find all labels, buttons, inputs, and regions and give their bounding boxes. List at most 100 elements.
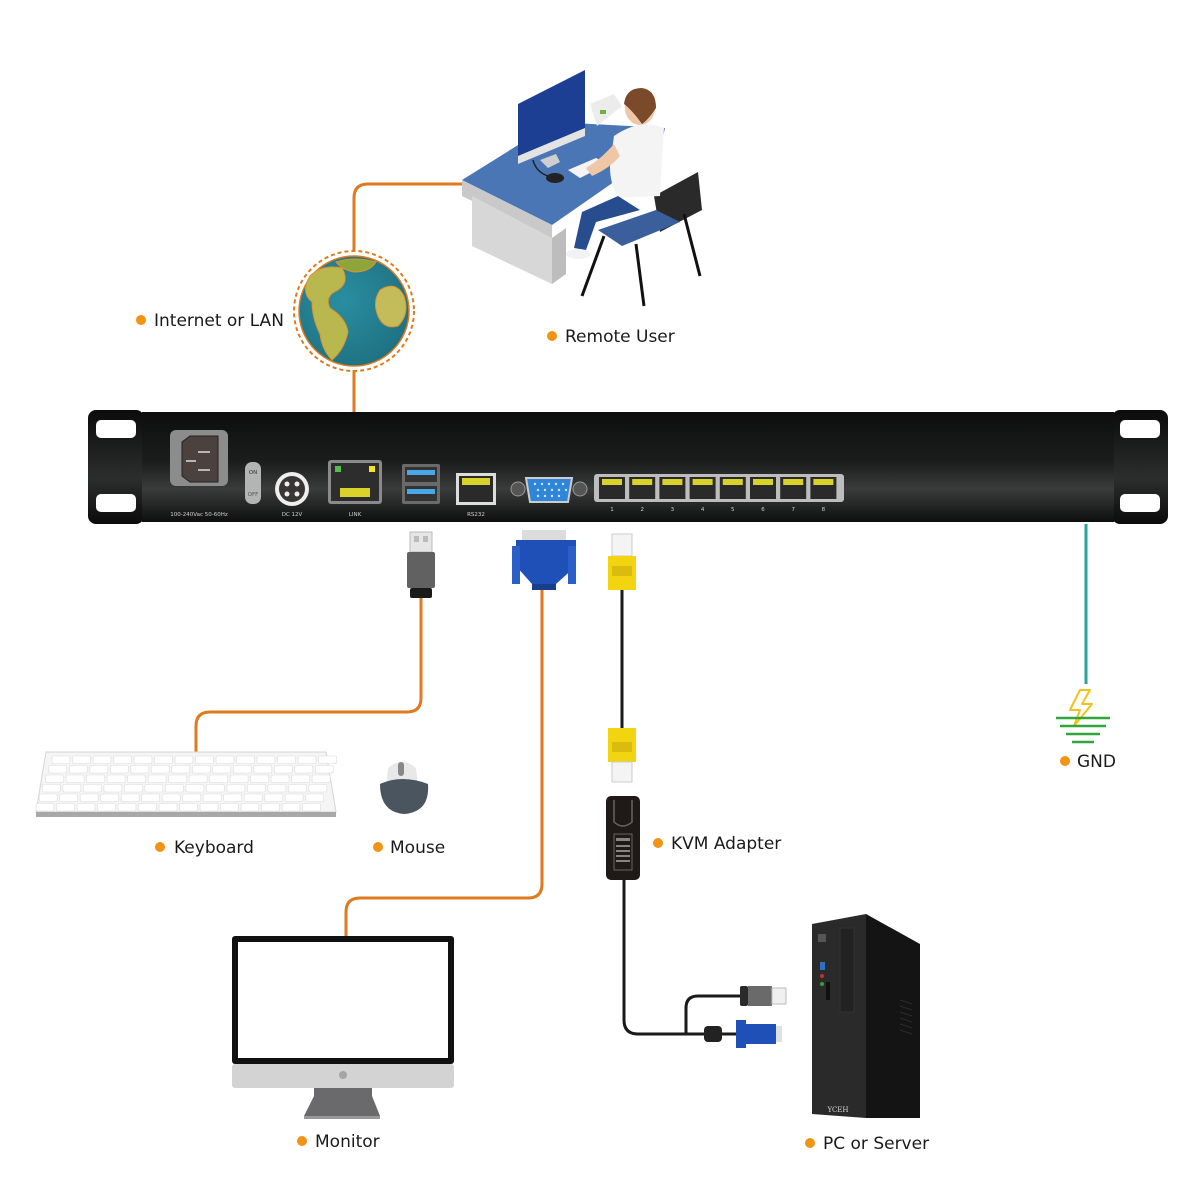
keyboard-key: [97, 803, 116, 812]
keyboard-key: [38, 793, 58, 802]
keyboard-key: [79, 793, 99, 802]
keyboard-key: [158, 803, 178, 812]
label-text: KVM Adapter: [671, 834, 781, 854]
keyboard-key: [151, 765, 170, 774]
kvm-port-4: 4: [689, 477, 716, 513]
monitor-cable: [344, 590, 544, 938]
keyboard-key: [124, 784, 143, 793]
person-shoe: [566, 249, 590, 259]
keyboard-key: [35, 803, 55, 812]
keyboard-key: [250, 774, 269, 783]
bullet-dot: [136, 315, 146, 325]
keyboard-key: [209, 774, 228, 783]
keyboard-key: [236, 755, 255, 764]
label-pc-server: PC or Server: [805, 1134, 929, 1154]
keyboard-key: [51, 755, 71, 764]
pc-brand: YCEH: [826, 1106, 848, 1114]
keyboard-key: [48, 765, 68, 774]
lan-port: LINK: [328, 460, 382, 518]
keyboard-key: [226, 784, 246, 793]
usb-branch-cable: [684, 994, 744, 1034]
keyboard-key: [243, 793, 263, 802]
adapter-usb-plug: [740, 986, 787, 1006]
keyboard-key: [133, 755, 153, 764]
keyboard-key: [215, 755, 235, 764]
adapter-cable: [622, 878, 738, 1036]
keyboard-key: [270, 774, 290, 783]
keyboard-key: [42, 784, 61, 793]
keyboard-key: [120, 793, 140, 802]
keyboard-key: [83, 784, 102, 793]
keyboard-key: [100, 793, 119, 802]
kvm-port-5: 5: [719, 477, 746, 513]
power-inlet: 100-240Vac 50-60Hz: [170, 430, 228, 518]
lan-label: LINK: [349, 512, 362, 518]
keyboard-key: [195, 755, 214, 764]
label-internet: Internet or LAN: [136, 311, 284, 331]
keyboard-key: [65, 774, 85, 783]
usb-ports: [402, 464, 440, 504]
keyboard-key: [113, 755, 132, 764]
port-number-label: 7: [791, 507, 795, 513]
keyboard-key: [291, 774, 310, 783]
keyboard-key: [212, 765, 232, 774]
globe-land-africa: [374, 285, 407, 328]
keyboard-key: [165, 784, 184, 793]
keyboard-key: [59, 793, 79, 802]
label-text: PC or Server: [823, 1134, 929, 1154]
label-monitor: Monitor: [297, 1132, 380, 1152]
remote-monitor-stand: [540, 154, 560, 168]
keyboard-key: [261, 803, 280, 812]
label-text: Internet or LAN: [154, 311, 284, 331]
remote-mouse: [546, 173, 564, 183]
keyboard-key: [141, 793, 160, 802]
port-number-label: 8: [822, 507, 826, 513]
keyboard-key: [256, 755, 276, 764]
keyboard-key: [62, 784, 82, 793]
rack-hole: [1120, 420, 1160, 438]
label-text: GND: [1077, 752, 1116, 772]
keyboard-key: [233, 765, 252, 774]
kvm-switch-device: 100-240Vac 50-60Hz ON OFF DC 12V LINK: [88, 410, 1168, 524]
keyboard-key: [223, 793, 242, 802]
bullet-dot: [1060, 756, 1070, 766]
monitor-device: [232, 936, 454, 1119]
keyboard-key: [192, 765, 211, 774]
keyboard-key: [130, 765, 150, 774]
keyboard-key: [89, 765, 109, 774]
keyboard-key: [199, 803, 219, 812]
usb-plug: [407, 531, 435, 598]
bullet-dot: [155, 842, 165, 852]
keyboard-key: [288, 784, 307, 793]
keyboard-key: [161, 793, 181, 802]
kvm-port-1: 1: [599, 477, 625, 513]
keyboard-key: [106, 774, 126, 783]
vga-port: [510, 477, 588, 503]
keyboard-key: [45, 774, 64, 783]
keyboard-key: [171, 765, 191, 774]
dc-label: DC 12V: [282, 512, 303, 518]
mouse-cord: [532, 159, 549, 177]
keyboard-key: [267, 784, 287, 793]
keyboard-key: [138, 803, 157, 812]
port-number-label: 4: [701, 507, 705, 513]
label-gnd: GND: [1060, 752, 1116, 772]
keyboard-key: [240, 803, 260, 812]
keyboard-key: [117, 803, 137, 812]
bullet-dot: [373, 842, 383, 852]
keyboard-key: [110, 765, 129, 774]
kvm-adapter-device: [606, 796, 640, 880]
remote-monitor-screen: [518, 70, 585, 156]
keyboard-key: [311, 774, 331, 783]
keyboard-key: [281, 803, 301, 812]
kvm-box-port: [600, 110, 606, 114]
power-switch[interactable]: ON OFF: [245, 462, 261, 504]
label-mouse: Mouse: [373, 838, 445, 858]
label-remote-user: Remote User: [547, 327, 675, 347]
kvm-port-6: 6: [750, 477, 776, 513]
keyboard-key: [294, 765, 314, 774]
keyboard-device: [35, 751, 337, 817]
rack-hole: [1120, 494, 1160, 512]
rs232-label: RS232: [467, 512, 485, 518]
dc-jack: DC 12V: [275, 472, 309, 518]
